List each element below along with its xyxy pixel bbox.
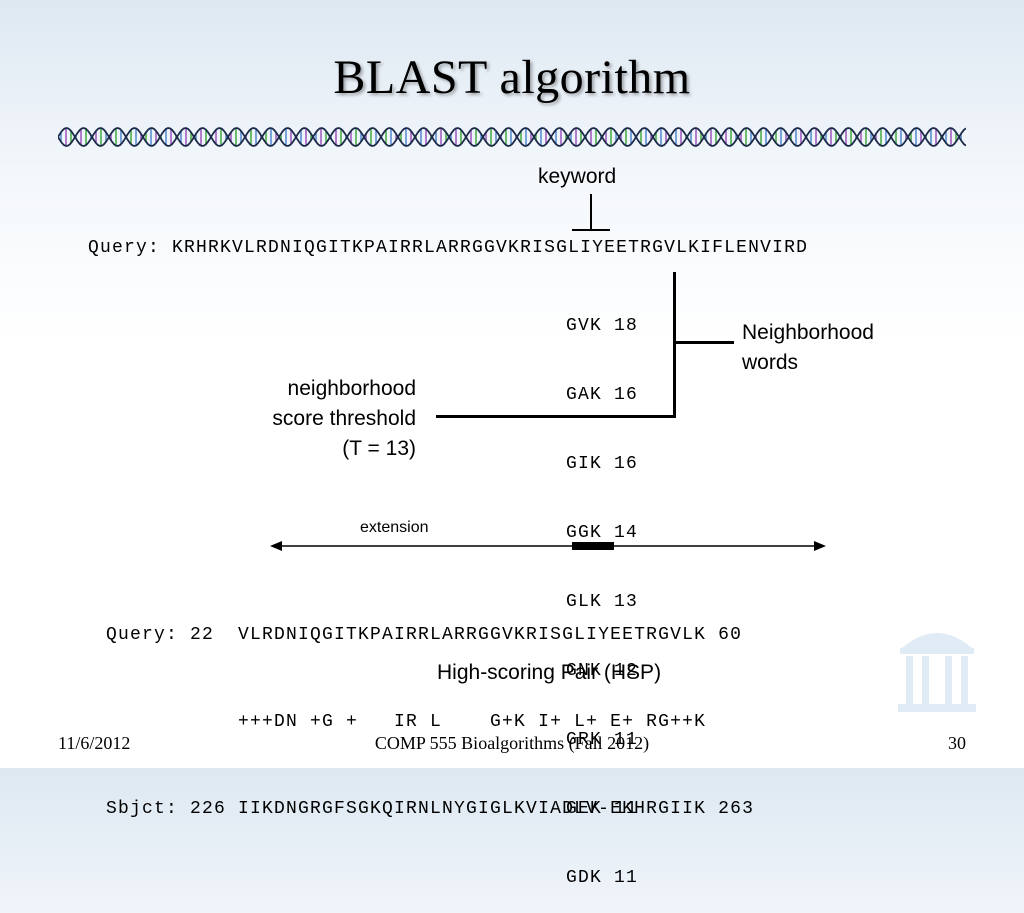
slide-title: BLAST algorithm: [333, 51, 691, 104]
extension-label: extension: [360, 519, 429, 536]
extension-arrow: [270, 541, 826, 551]
query-sequence: Query: KRHRKVLRDNIQGITKPAIRRLARRGGVKRISG…: [88, 238, 809, 258]
footer-course: COMP 555 Bioalgorithms (Fall 2012): [374, 733, 650, 753]
alignment-match: +++DN +G + IR L G+K I+ L+ E+ RG++K: [106, 712, 707, 732]
threshold-label: neighborhood score threshold (T = 13): [272, 377, 416, 460]
alignment-subject: Sbjct: 226 IIKDNGRGFSGKQIRNLNYGIGLKVIADL…: [106, 799, 755, 819]
footer-page-number: 30: [948, 733, 966, 753]
neighborhood-words-label: Neighborhood words: [742, 321, 874, 374]
word-row: GNK 12: [566, 661, 639, 681]
word-row: GIK 16: [566, 454, 639, 474]
keyword-label: keyword: [538, 165, 617, 188]
threshold-line: [436, 415, 676, 418]
footer-date: 11/6/2012: [58, 733, 131, 753]
alignment-query: Query: 22 VLRDNIQGITKPAIRRLARRGGVKRISGLI…: [106, 625, 743, 645]
keyword-pointer-bar: [572, 229, 610, 231]
word-row: GAK 16: [566, 385, 639, 405]
word-row: GDK 11: [566, 868, 639, 888]
word-row: GLK 13: [566, 592, 639, 612]
old-well-logo: [898, 633, 976, 712]
hsp-alignment: Query: 22 VLRDNIQGITKPAIRRLARRGGVKRISGLI…: [106, 563, 754, 853]
neighborhood-bracket-arm: [676, 341, 734, 344]
dna-helix-divider: [58, 127, 966, 147]
neighborhood-bracket: [673, 272, 676, 418]
hsp-label: High-scoring Pair (HSP): [437, 661, 662, 684]
keyword-pointer-stem: [590, 194, 592, 230]
word-row: GGK 14: [566, 523, 639, 543]
word-row: GVK 18: [566, 316, 639, 336]
word-row: GRK 11: [566, 730, 639, 750]
